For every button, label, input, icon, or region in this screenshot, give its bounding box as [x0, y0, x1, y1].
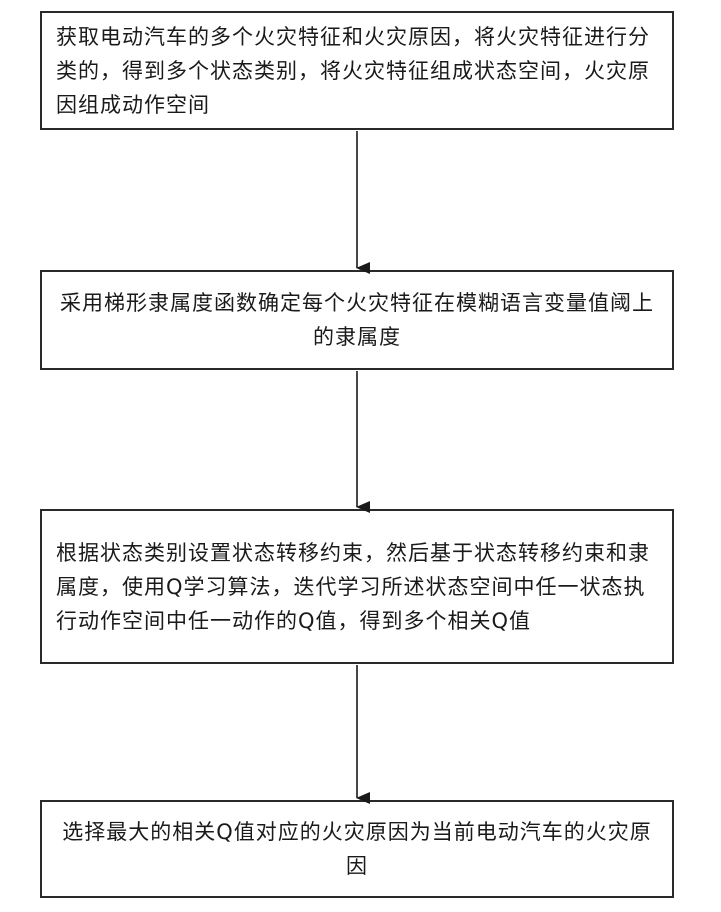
- step-2-box: 采用梯形隶属度函数确定每个火灾特征在模糊语言变量值阈上的隶属度: [40, 270, 674, 370]
- step-4-box: 选择最大的相关Q值对应的火灾原因为当前电动汽车的火灾原因: [40, 800, 674, 898]
- step-3-text: 根据状态类别设置状态转移约束，然后基于状态转移约束和隶属度，使用Q学习算法，迭代…: [56, 536, 658, 638]
- step-3-box: 根据状态类别设置状态转移约束，然后基于状态转移约束和隶属度，使用Q学习算法，迭代…: [40, 509, 674, 664]
- step-1-text: 获取电动汽车的多个火灾特征和火灾原因，将火灾特征进行分类的，得到多个状态类别，将…: [56, 20, 658, 122]
- step-1-box: 获取电动汽车的多个火灾特征和火灾原因，将火灾特征进行分类的，得到多个状态类别，将…: [40, 11, 674, 130]
- step-4-text: 选择最大的相关Q值对应的火灾原因为当前电动汽车的火灾原因: [56, 815, 658, 883]
- step-2-text: 采用梯形隶属度函数确定每个火灾特征在模糊语言变量值阈上的隶属度: [56, 286, 658, 354]
